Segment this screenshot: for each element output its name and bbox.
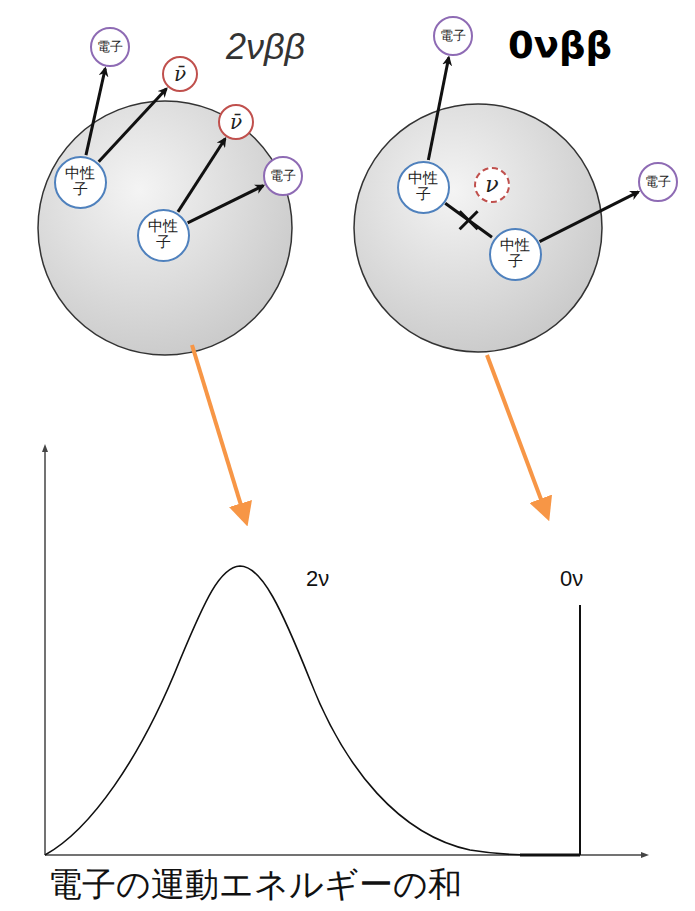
node-text: 電子 <box>645 175 671 189</box>
neutrino-circle: ν <box>474 167 510 203</box>
antineutrino-circle: ν̄ <box>218 104 254 140</box>
process-title: 0νββ <box>508 24 612 67</box>
node-text: 電子 <box>270 169 296 183</box>
emission-arrow <box>428 58 448 160</box>
electron-circle: 電子 <box>263 156 303 196</box>
node-text: 中性子 <box>64 166 96 198</box>
electron-circle: 電子 <box>90 27 130 67</box>
node-text: ν <box>485 173 498 196</box>
x-axis <box>45 854 645 856</box>
node-text: 中性子 <box>499 238 531 270</box>
emission-arrow <box>99 89 167 162</box>
node-text: ν̄ <box>230 112 242 133</box>
spectrum-baseline <box>520 854 580 857</box>
curve-label: 0ν <box>560 566 583 592</box>
orange-arrow <box>487 355 545 510</box>
0nu-peak <box>579 605 581 855</box>
electron-circle: 電子 <box>433 16 473 56</box>
process-title: 2νββ <box>226 26 305 68</box>
node-text: ν̄ <box>174 64 186 85</box>
orange-arrow <box>192 345 244 515</box>
neutron-circle: 中性子 <box>54 156 107 209</box>
emission-arrow <box>178 139 225 212</box>
curve-label: 2ν <box>306 566 329 592</box>
node-text: 電子 <box>97 40 123 54</box>
node-text: 電子 <box>440 29 466 43</box>
2nu-spectrum <box>45 566 535 855</box>
emission-arrow <box>540 192 639 242</box>
neutron-circle: 中性子 <box>397 161 450 214</box>
emission-arrow <box>188 186 264 223</box>
emission-arrow <box>445 203 492 237</box>
node-text: 中性子 <box>407 171 439 203</box>
cross-mark <box>460 211 478 229</box>
emission-arrow <box>86 68 105 155</box>
neutron-circle: 中性子 <box>137 209 190 262</box>
nucleus <box>38 101 292 355</box>
electron-circle: 電子 <box>638 162 678 202</box>
axis-label: 電子の運動エネルギーの和 <box>48 862 462 908</box>
antineutrino-circle: ν̄ <box>162 56 198 92</box>
cross-mark <box>460 211 478 229</box>
neutron-circle: 中性子 <box>489 228 542 281</box>
y-axis <box>44 448 46 855</box>
node-text: 中性子 <box>147 219 179 251</box>
